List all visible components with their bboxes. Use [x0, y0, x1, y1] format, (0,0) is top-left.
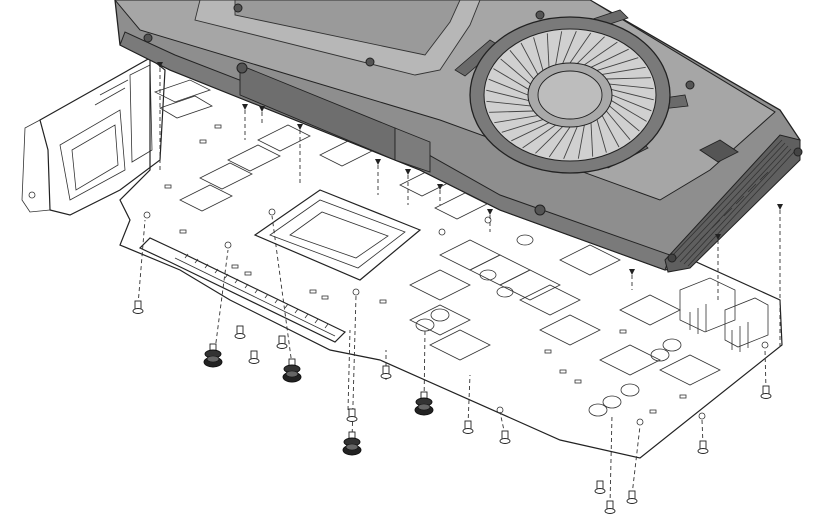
screw-icon [629, 269, 635, 275]
standoff-screws [203, 343, 434, 456]
io-ports [153, 79, 213, 119]
fan-blade [511, 122, 550, 142]
fan-blade [548, 126, 571, 158]
screw-icon [242, 104, 248, 110]
screw-icon [715, 234, 721, 240]
screw-icon [259, 106, 265, 112]
screw-icon [697, 440, 709, 454]
capacitors [415, 234, 682, 417]
fan-blade [520, 42, 539, 75]
screw-icon [234, 325, 246, 339]
fan-blade [606, 110, 631, 141]
fan-blade [602, 66, 646, 75]
pcie-bracket [21, 57, 166, 216]
fan-blade [501, 119, 544, 133]
screw-icon [462, 420, 474, 434]
fan-blade [590, 122, 594, 157]
fan-blade [546, 33, 550, 68]
screw-icon [594, 480, 606, 494]
fan-blade [609, 105, 640, 132]
fan-blade [611, 89, 654, 101]
standoff-screw-icon [282, 358, 302, 383]
fan-blade [596, 119, 607, 153]
fan-blade [555, 31, 563, 66]
screw-icon [380, 365, 392, 379]
screw-icon [437, 184, 443, 190]
screw-icon [487, 209, 493, 215]
power-connectors [679, 277, 769, 352]
fan-blade [535, 126, 564, 154]
screw-icon [248, 350, 260, 364]
fan-blade [606, 77, 651, 80]
fan-blade [611, 100, 647, 122]
small-screws [132, 62, 783, 514]
screw-icon [297, 124, 303, 130]
logo-badge [699, 139, 739, 163]
screw-icon [405, 169, 411, 175]
fan-blade [601, 115, 620, 148]
smd-components [164, 124, 687, 414]
fan-blade [494, 115, 538, 124]
screw-icon [157, 62, 163, 68]
fan-blade [590, 48, 629, 68]
screw-icon [346, 408, 358, 422]
fan-blade [533, 37, 544, 71]
fan-blade [563, 126, 578, 159]
fan-blade [576, 36, 605, 64]
fan-blade [562, 31, 577, 64]
fan-blade [486, 89, 529, 101]
fan-blade [500, 58, 531, 85]
heatsink-fins [664, 134, 803, 273]
fan-blade [584, 41, 618, 66]
screw-icon [276, 335, 288, 349]
fan-blade [489, 110, 534, 113]
vrm-components [409, 239, 721, 386]
fan-blade [486, 100, 531, 107]
fan-blade [522, 124, 556, 149]
fan-blade [488, 78, 529, 96]
assembly-guide-lines [137, 68, 781, 506]
blower-fan [469, 16, 671, 174]
screw-icon [375, 159, 381, 165]
fan-blade [577, 124, 585, 159]
fan-blade [493, 68, 529, 90]
fan-blades [486, 31, 654, 159]
standoff-screw-icon [414, 391, 434, 416]
mounting-holes [143, 208, 769, 426]
screw-icon [777, 204, 783, 210]
screw-icon [499, 430, 511, 444]
fan-blade [596, 57, 639, 71]
standoff-screw-icon [342, 431, 362, 456]
fan-blade [509, 49, 534, 80]
pcie-edge-connector [138, 237, 347, 343]
screw-icon [604, 500, 616, 514]
standoff-screw-icon [203, 343, 223, 368]
screw-icon [760, 385, 772, 399]
cooler-shroud [114, 0, 803, 273]
fan-blade [569, 32, 592, 64]
gpu-die [253, 189, 422, 281]
fan-blade [609, 83, 654, 90]
screw-icon [132, 300, 144, 314]
fan-blade [611, 94, 652, 112]
screw-icon [626, 490, 638, 504]
